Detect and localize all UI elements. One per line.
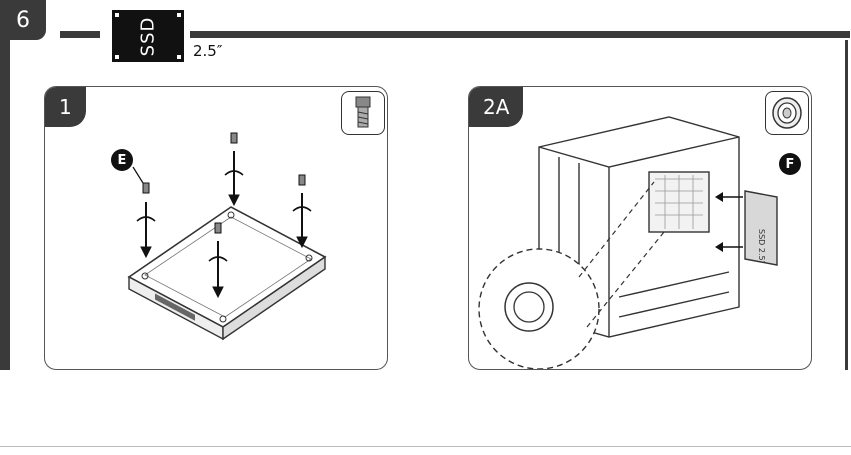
- ssd-size-label: 2.5″: [193, 42, 222, 60]
- header-bar-left: [60, 31, 100, 38]
- panel-1: 1: [44, 86, 388, 370]
- panel-2a-illustration: SSD 2.5″: [469, 87, 811, 369]
- ssd-drive-illustration: [129, 207, 325, 339]
- screw-2: [137, 183, 155, 257]
- step-number-badge: 6: [0, 0, 46, 40]
- left-rail: [0, 40, 10, 370]
- marker-e: E: [111, 149, 133, 171]
- screw-3: [293, 175, 311, 247]
- bottom-rule: [0, 446, 851, 447]
- right-rail: [845, 40, 848, 370]
- ssd-badge: SSD: [112, 10, 184, 62]
- panel-2a: 2A SSD 2.5″: [468, 86, 812, 370]
- marker-f: F: [779, 153, 801, 175]
- screw-1: [225, 133, 243, 205]
- ssd-corner-pins-icon: [112, 10, 184, 62]
- header-bar-right: [190, 31, 850, 38]
- step-number: 6: [16, 8, 30, 33]
- drive-label: SSD 2.5″: [757, 229, 766, 264]
- panel-1-illustration: [45, 87, 387, 369]
